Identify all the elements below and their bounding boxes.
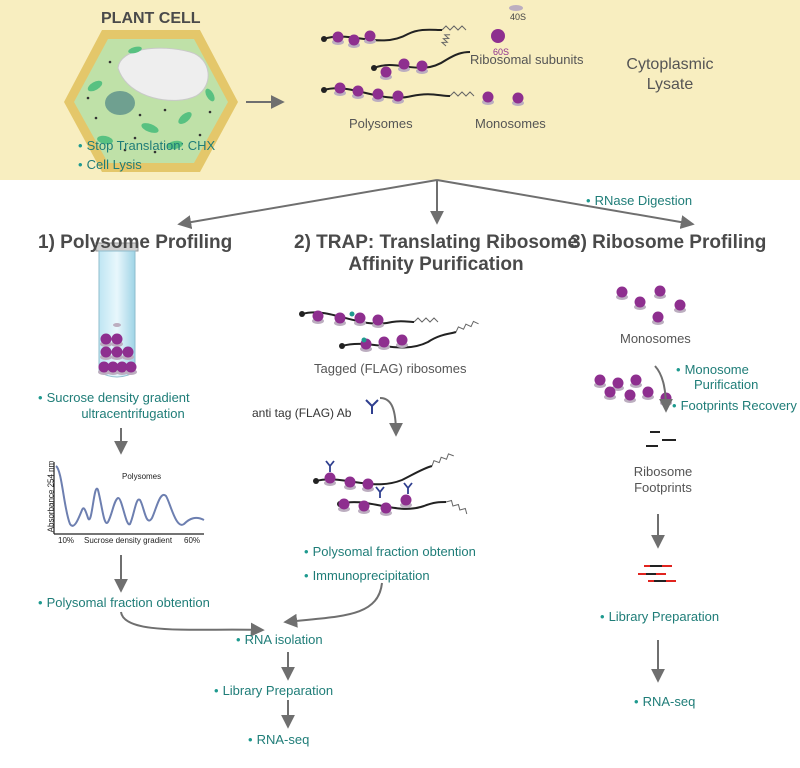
merge-library-label: Library Preparation [214,683,334,698]
immunoprecipitation-label: Immunoprecipitation [304,568,430,583]
polysomes-label: Polysomes [349,116,413,131]
graph-x-mid: Sucrose density gradient [84,536,173,545]
merge-rnaseq-label: RNA-seq [248,732,310,747]
col3-monosomes-label: Monosomes [620,331,691,346]
monosomes-label: Monosomes [475,116,546,131]
ribosomal-subunits-label: Ribosomal subunits [470,52,584,67]
antibody-label: anti tag (FLAG) Ab [252,406,352,420]
col1-polysomal-label: Polysomal fraction obtention [38,595,210,610]
monosome-purification-1: Monosome [676,362,749,377]
col3-rnaseq-label: RNA-seq [634,694,696,709]
footprints-marks [646,431,676,447]
col2-title-1: 2) TRAP: Translating Ribosome [294,232,578,253]
rna-isolation-label: RNA isolation [236,632,323,647]
col3-library-label: Library Preparation [600,609,720,624]
step-cell-lysis: Cell Lysis [78,157,142,172]
label-40s: 40S [510,12,527,22]
absorbance-graph [36,456,208,548]
col3-title: 3) Ribosome Profiling [570,232,767,253]
branch-arrows [177,179,695,230]
graph-x-left: 10% [58,536,75,545]
lysate-label-1: Cytoplasmic [626,56,714,73]
graph-x-right: 60% [184,536,201,545]
plant-cell-title: PLANT CELL [101,10,201,27]
footprints-label-2: Footprints [634,480,692,495]
footprints-label-1: Ribosome [633,464,693,479]
bound-ribosomes [313,453,468,516]
centrifuge-tube [95,242,139,378]
antibody-icon [365,399,379,414]
monosomes-group [616,285,686,325]
col2-title-2: Affinity Purification [348,254,524,275]
label-60s: 60S [493,47,510,57]
lysate-label-2: Lysate [646,76,694,93]
col2-polysomal-label: Polysomal fraction obtention [304,544,476,559]
monosome-purification-2: Purification [694,377,759,392]
ribosomal-subunits [491,5,523,43]
graph-title: Polysomes [122,472,162,481]
graph-y-axis-label: Absorbance 254 nm [46,460,56,533]
rnase-digestion-label: RNase Digestion [586,193,693,208]
step-stop-translation: Stop Translation: CHX [78,138,216,153]
lysate-polysomes [321,25,475,104]
tagged-ribosomes [299,310,479,352]
footprints-recovery-label: Footprints Recovery [672,398,797,413]
tagged-ribosomes-label: Tagged (FLAG) ribosomes [314,361,467,376]
monosome-purification-group [594,374,672,406]
lysate-monosomes [482,91,524,106]
col1-title: 1) Polysome Profiling [38,232,233,253]
library-fragments [638,565,676,582]
sucrose-label-2: ultracentrifugation [81,406,185,421]
sucrose-label-1: Sucrose density gradient [38,390,190,405]
plant-cell-illustration [64,30,238,172]
